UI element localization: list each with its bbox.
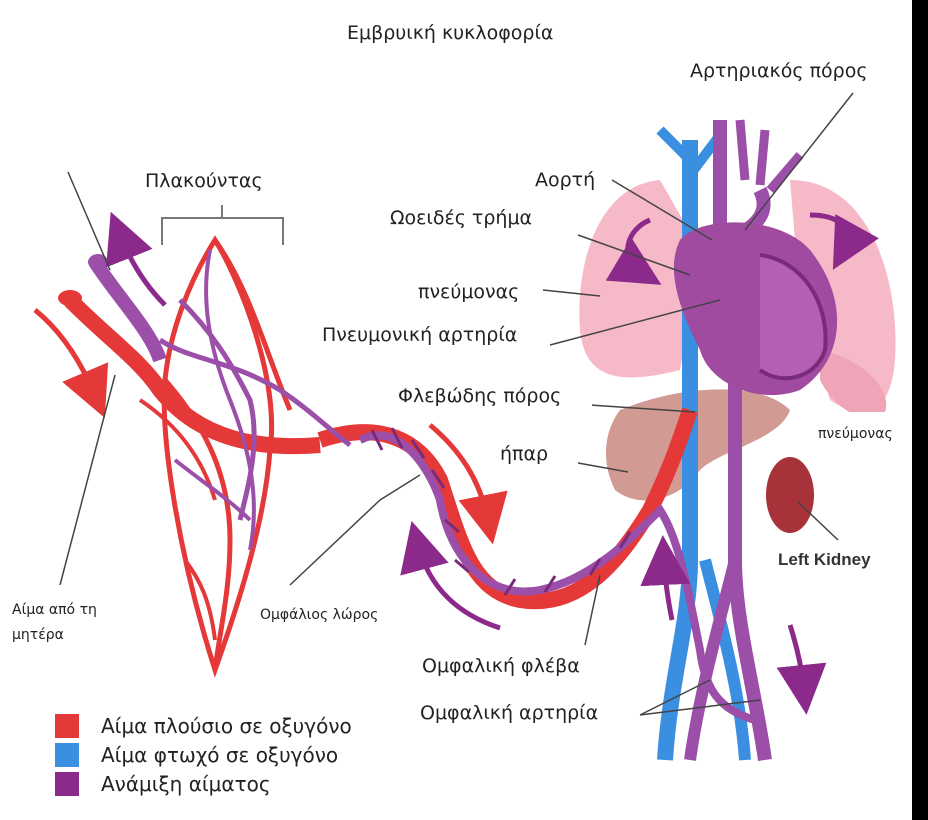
label-aorta: Αορτή xyxy=(535,169,596,191)
legend-swatch-red xyxy=(55,714,79,738)
umbilical-vein xyxy=(317,407,698,610)
label-ductus-venosus: Φλεβώδης πόρος xyxy=(398,385,562,407)
label-umbilical-vein: Ομφαλική φλέβα xyxy=(422,655,580,677)
label-placenta: Πλακούντας xyxy=(145,170,263,192)
label-left-kidney: Left Kidney xyxy=(778,550,871,569)
legend-item-oxygen-poor: Αίμα φτωχό σε οξυγόνο xyxy=(55,743,338,767)
legend-label-oxygen-poor: Αίμα φτωχό σε οξυγόνο xyxy=(101,743,339,767)
aorta-left-leg xyxy=(684,558,741,761)
legend-label-oxygen-rich: Αίμα πλούσιο σε οξυγόνο xyxy=(101,714,352,738)
legend-item-oxygen-rich: Αίμα πλούσιο σε οξυγόνο xyxy=(55,714,352,738)
label-umbilical-artery: Ομφαλική αρτηρία xyxy=(420,702,599,724)
label-maternal-blood-line1: Αίμα από τη xyxy=(12,602,97,618)
label-liver: ήπαρ xyxy=(500,443,549,465)
legend-swatch-blue xyxy=(55,743,79,767)
placenta-vessels xyxy=(64,235,352,678)
kidney-shape xyxy=(766,457,814,533)
label-foramen-ovale: Ωοειδές τρήμα xyxy=(390,207,533,229)
top-vessels xyxy=(735,119,804,193)
placenta-bracket xyxy=(161,205,284,245)
blue-leg-right xyxy=(699,558,751,761)
label-lung-left: πνεύμονας xyxy=(418,281,520,303)
umbilical-artery-twist xyxy=(358,431,757,724)
label-umbilical-cord: Ομφάλιος λώρος xyxy=(260,607,379,623)
right-lung-lower xyxy=(820,350,887,420)
label-ductus-arteriosus: Αρτηριακός πόρος xyxy=(690,60,868,82)
heart-detail xyxy=(758,253,828,381)
legend-swatch-purple xyxy=(55,772,79,796)
legend-label-mixed: Ανάμιξη αίματος xyxy=(101,772,271,796)
label-maternal-blood-line2: μητέρα xyxy=(12,627,64,643)
diagram-title: Εμβρυική κυκλοφορία xyxy=(347,22,554,44)
label-pulmonary-artery: Πνευμονική αρτηρία xyxy=(322,324,518,346)
label-lung-right: πνεύμονας xyxy=(818,426,893,442)
legend-item-mixed: Ανάμιξη αίματος xyxy=(55,772,271,796)
